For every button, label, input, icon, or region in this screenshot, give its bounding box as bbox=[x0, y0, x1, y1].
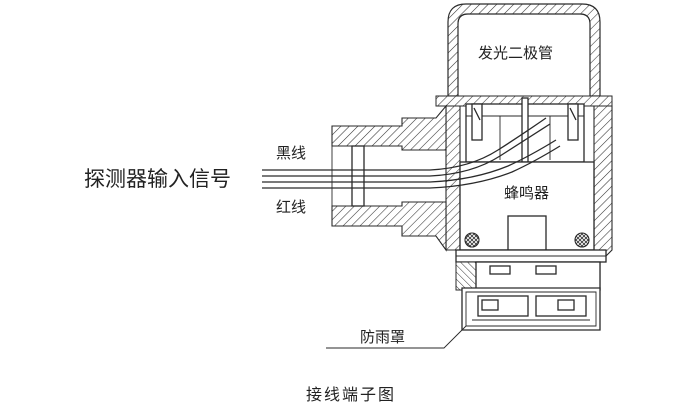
rain-cover-label: 防雨罩 bbox=[360, 328, 405, 346]
led-label: 发光二极管 bbox=[478, 44, 553, 62]
diagram-caption: 接线端子图 bbox=[306, 385, 396, 404]
led-holder bbox=[465, 97, 585, 163]
rain-cover-part bbox=[461, 287, 601, 331]
black-wire-label: 黑线 bbox=[276, 144, 306, 162]
buzzer-label: 蜂鸣器 bbox=[504, 184, 549, 202]
rain-cover-leader bbox=[326, 325, 467, 349]
red-wire-label: 红线 bbox=[276, 198, 306, 216]
cable-gland bbox=[331, 104, 447, 252]
detector-input-label: 探测器输入信号 bbox=[84, 167, 231, 191]
main-body bbox=[445, 105, 613, 291]
wires bbox=[262, 117, 561, 189]
